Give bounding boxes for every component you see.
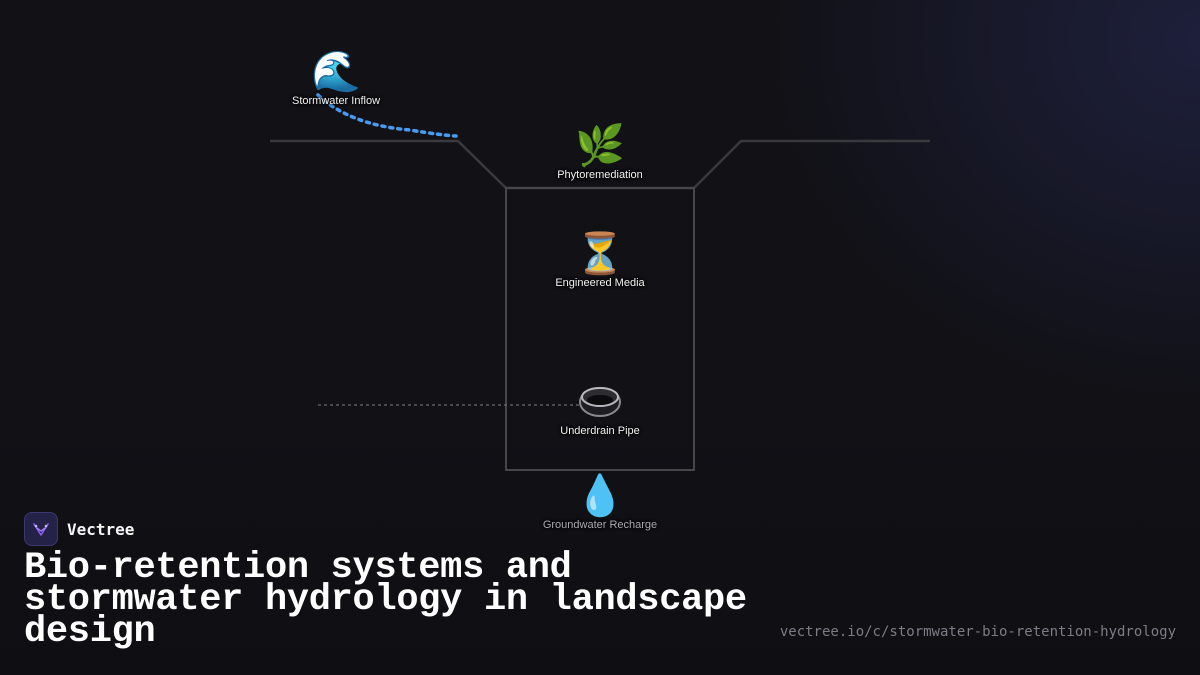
node-phytoremediation: 🌿 Phytoremediation [520,124,680,182]
node-underdrain-pipe: Underdrain Pipe [520,380,680,438]
node-label: Phytoremediation [557,169,643,181]
page-url[interactable]: vectree.io/c/stormwater-bio-retention-hy… [779,624,1176,640]
node-label: Engineered Media [555,277,645,289]
hourglass-icon: ⏳ [575,231,625,277]
vectree-logo-icon [24,512,58,546]
node-groundwater-recharge: 💧 Groundwater Recharge [520,474,680,532]
bioretention-basin-outline [505,187,695,471]
stormwater-inflow-path [316,93,458,138]
wave-icon: 🌊 [311,49,361,95]
node-label: Underdrain Pipe [560,425,640,437]
node-stormwater-inflow: 🌊 Stormwater Inflow [256,50,416,108]
node-label: Stormwater Inflow [291,95,381,107]
pipe-icon [520,380,680,424]
page-title: Bio-retention systems and stormwater hyd… [24,547,747,653]
node-label: Groundwater Recharge [542,519,658,531]
herb-icon: 🌿 [575,123,625,169]
node-engineered-media: ⏳ Engineered Media [520,232,680,290]
brand-name: Vectree [67,519,135,539]
droplet-icon: 💧 [575,473,625,519]
brand: Vectree [24,512,134,546]
